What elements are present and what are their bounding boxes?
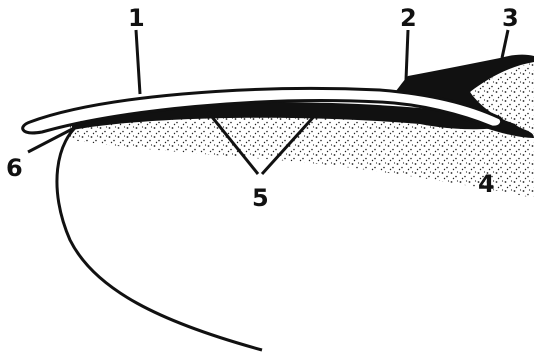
label-1: 1: [128, 4, 145, 32]
leader-line-1: [136, 30, 140, 94]
label-4: 4: [478, 170, 495, 198]
label-6: 6: [6, 154, 23, 182]
label-5: 5: [252, 184, 269, 212]
label-3: 3: [502, 4, 519, 32]
label-2: 2: [400, 4, 417, 32]
leader-line-2: [406, 30, 408, 80]
leader-line-3: [502, 30, 508, 58]
